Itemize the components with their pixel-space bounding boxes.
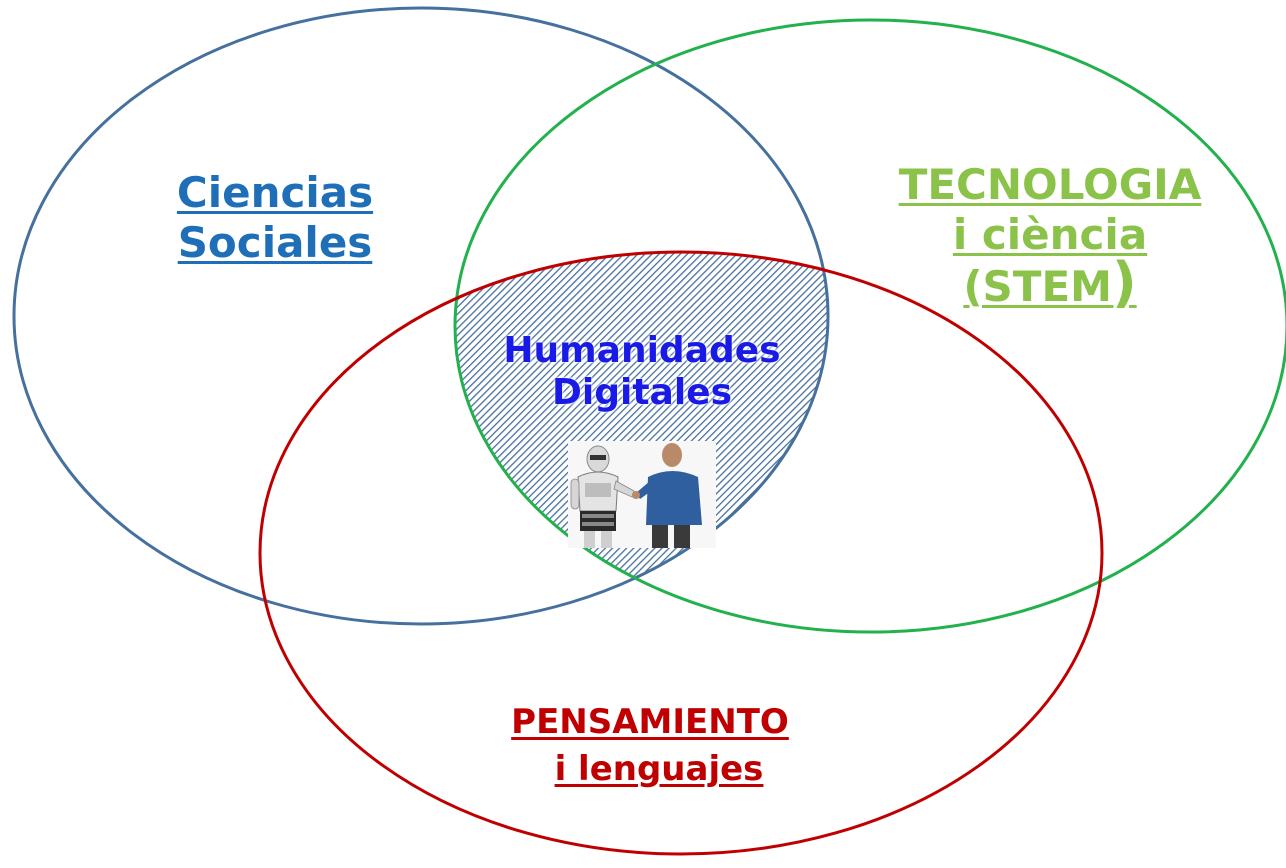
set-think-line-1: PENSAMIENTO [511, 702, 789, 742]
set-tech-line-1: TECNOLOGIA [898, 160, 1202, 209]
set-social-link[interactable]: Ciencias Sociales [177, 168, 373, 267]
robot-handshake-image [568, 441, 716, 548]
set-think-link[interactable]: PENSAMIENTO [511, 702, 789, 742]
set-tech-link[interactable]: TECNOLOGIA i ciència (STEM) [899, 160, 1202, 311]
intersection-line-2: Digitales [551, 372, 733, 414]
set-think-label[interactable]: PENSAMIENTO i lenguajes [440, 702, 860, 790]
set-tech-line-3: (STEM [963, 261, 1112, 311]
robot-icon [570, 445, 635, 548]
set-tech-label[interactable]: TECNOLOGIA i ciència (STEM) [870, 160, 1230, 312]
man-icon [632, 443, 702, 548]
set-social-label[interactable]: Ciencias Sociales [140, 168, 410, 269]
set-think-ellipse [258, 250, 1104, 856]
set-tech-line-2: i ciència [952, 210, 1148, 260]
set-social-line-2: Sociales [177, 218, 373, 268]
intersection-label: Humanidades Digitales [462, 330, 822, 414]
intersection-line-1: Humanidades [503, 330, 781, 371]
set-tech-closing-paren: ) [1111, 250, 1137, 314]
set-tech-ellipse [453, 18, 1286, 634]
set-think-link-2[interactable]: i lenguajes [555, 749, 764, 789]
set-think-line-2: i lenguajes [554, 748, 764, 789]
set-social-ellipse [12, 6, 830, 626]
set-social-line-1: Ciencias [176, 168, 374, 217]
